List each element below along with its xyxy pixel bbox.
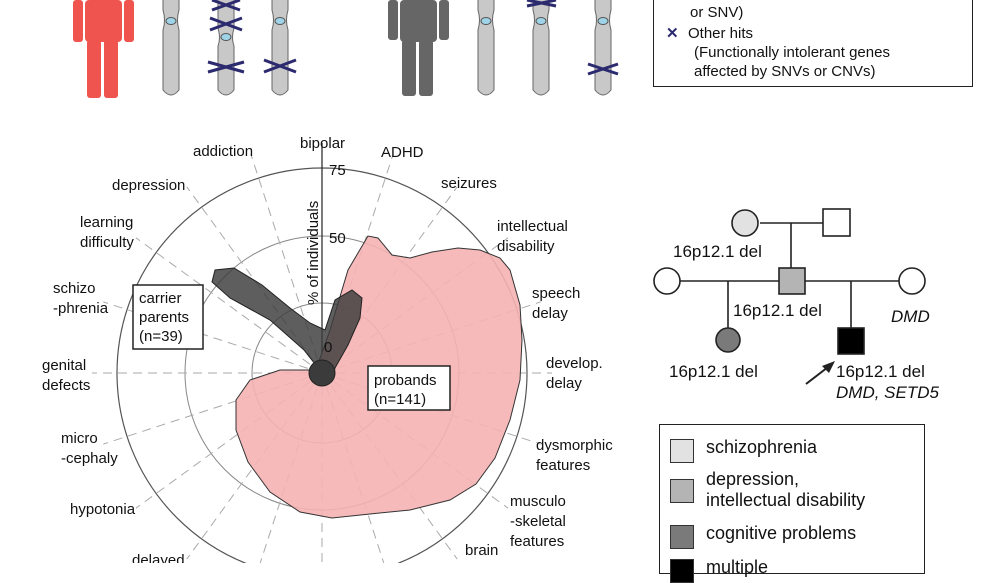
legend-label-line2: intellectual disability <box>706 490 866 510</box>
chromosome-icon <box>594 0 612 96</box>
carrier-label-line1: carrier <box>139 290 182 307</box>
legend-item-multiple: multiple <box>670 557 768 583</box>
radial-axis-label: % of individuals <box>305 201 322 305</box>
radial-tick-50: 50 <box>329 230 346 247</box>
mother-symbol <box>731 209 759 237</box>
pedigree-label-proband-2: DMD, SETD5 <box>836 383 940 402</box>
radial-tick-0: 0 <box>324 339 332 356</box>
proband-symbol <box>837 327 865 355</box>
probands-box <box>367 365 451 411</box>
chromosome-icon <box>217 0 235 96</box>
sibling-spouse-symbol <box>653 267 681 295</box>
chromosome-icon <box>162 0 180 96</box>
top-legend-cnv-text: or SNV) <box>690 4 744 21</box>
legend-swatch <box>670 439 694 463</box>
legend-item-schizophrenia: schizophrenia <box>670 437 817 463</box>
legend-label: cognitive problems <box>706 523 857 543</box>
carrier-person-icon <box>388 0 449 96</box>
pedigree-label-mother: 16p12.1 del <box>673 242 762 261</box>
carrier-parents-box <box>132 284 204 350</box>
carrier-father-symbol <box>778 267 806 295</box>
father-symbol <box>822 208 851 237</box>
radar-axis-label: micro-cephaly <box>61 430 118 467</box>
top-panel <box>73 0 619 98</box>
legend-label: schizophrenia <box>706 437 818 457</box>
radar-axis-label: hypotonia <box>70 501 136 518</box>
top-legend: or SNV) ✕ Other hits (Functionally intole… <box>653 0 973 87</box>
hit-mark-icon <box>207 0 619 76</box>
top-legend-other-hits: ✕ Other hits <box>666 24 753 43</box>
legend-item-depression: depression, intellectual disability <box>670 469 865 511</box>
carrier-label-line2: parents <box>139 309 189 326</box>
other-hits-desc-1: (Functionally intolerant genes <box>694 44 890 61</box>
radar-axis-label: bipolar <box>300 135 345 152</box>
radar-axis-label: delayed <box>132 552 185 563</box>
chromosome-icon <box>271 0 289 96</box>
radar-axis-label: addiction <box>193 143 253 160</box>
sibling-symbol <box>715 327 741 353</box>
legend-label-line1: depression, <box>706 469 800 489</box>
radar-spoke <box>103 301 323 374</box>
other-hits-label: Other hits <box>688 25 754 42</box>
legend-swatch <box>670 479 694 503</box>
probands-label-line2: (n=141) <box>374 391 426 408</box>
probands-label-line1: probands <box>374 372 437 389</box>
other-hits-desc-2: affected by SNVs or CNVs) <box>694 63 876 80</box>
hit-mark-icon: ✕ <box>666 25 679 42</box>
radar-axis-label: ADHD <box>381 144 424 161</box>
legend-label: depression, intellectual disability <box>706 469 865 511</box>
carrier-label-line3: (n=39) <box>139 328 183 345</box>
radar-spoke <box>135 237 323 374</box>
pedigree-label-spouse: DMD <box>891 307 930 326</box>
radar-center <box>308 359 336 387</box>
chromosome-icon <box>477 0 495 96</box>
affected-person-icon <box>73 0 134 98</box>
phenotype-legend: schizophrenia depression, intellectual d… <box>659 424 925 583</box>
radial-tick-75: 75 <box>329 162 346 179</box>
radar-axis-label: depression <box>112 177 185 194</box>
spouse-symbol <box>898 267 926 295</box>
radar-axis-label: schizo-phrenia <box>53 280 109 317</box>
radar-axis-label: seizures <box>441 175 497 192</box>
pedigree-label-father: 16p12.1 del <box>733 301 822 320</box>
pedigree <box>653 208 926 385</box>
legend-item-cognitive: cognitive problems <box>670 523 856 549</box>
pedigree-label-proband-1: 16p12.1 del <box>836 362 925 381</box>
legend-label: multiple <box>706 557 769 577</box>
pedigree-label-sibling: 16p12.1 del <box>669 362 758 381</box>
radar-axis-label: develop.delay <box>546 355 603 392</box>
legend-swatch <box>670 525 694 549</box>
chromosome-icon <box>532 0 550 96</box>
